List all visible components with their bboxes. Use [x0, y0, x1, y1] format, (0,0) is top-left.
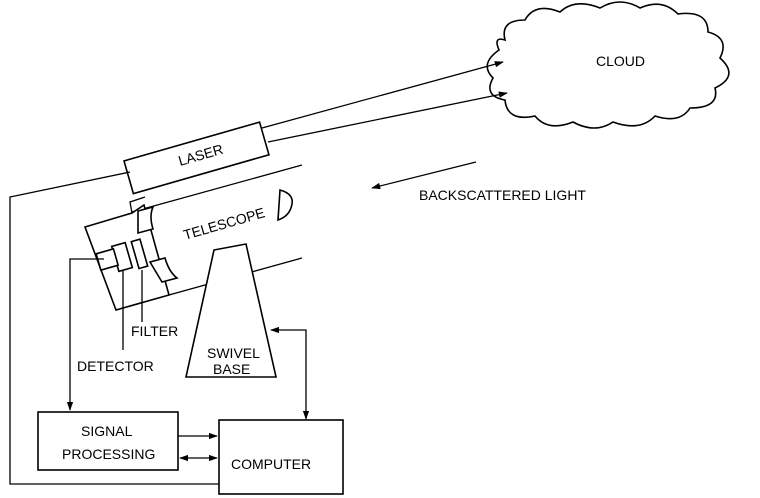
- backscatter-arrow: [371, 161, 477, 190]
- computer-laser-link: [9, 171, 219, 485]
- swivel-label-line2: BASE: [213, 361, 250, 377]
- signal-label-line1: SIGNAL: [81, 423, 133, 439]
- detector-signal-link: [66, 258, 104, 411]
- cloud-label: CLOUD: [596, 53, 645, 69]
- signal-processing-box: [37, 411, 179, 471]
- telescope-label: TELESCOPE: [181, 204, 266, 243]
- laser-beam-lower: [267, 91, 508, 143]
- swivel-label-line1: SWIVEL: [207, 345, 260, 361]
- computer-box: [218, 419, 344, 495]
- computer-label: COMPUTER: [231, 456, 311, 472]
- laser-box: [123, 121, 270, 195]
- telescope: [83, 164, 303, 311]
- laser-beam-upper: [261, 61, 504, 129]
- detector-label: DETECTOR: [77, 358, 154, 374]
- signal-label-line2: PROCESSING: [62, 446, 155, 462]
- backscatter-label: BACKSCATTERED LIGHT: [419, 187, 586, 203]
- cloud-shape: [486, 1, 730, 129]
- swivel-computer-link: [270, 326, 310, 420]
- filter-label: FILTER: [131, 323, 178, 339]
